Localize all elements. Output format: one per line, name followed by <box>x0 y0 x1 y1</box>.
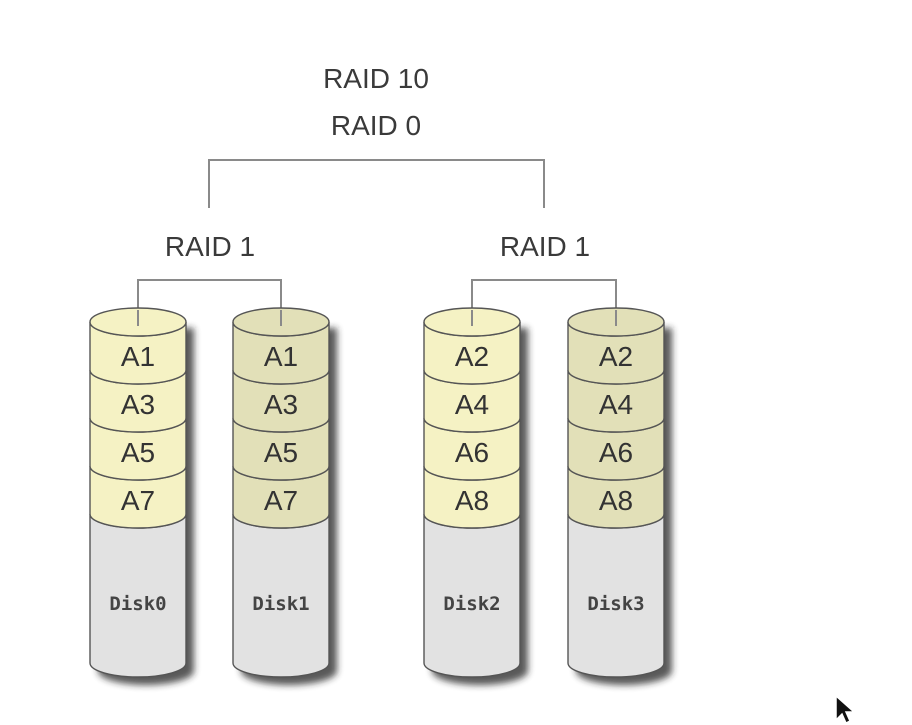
block-label: A5 <box>121 437 155 468</box>
block-label: A7 <box>121 485 155 516</box>
raid1-connector <box>137 279 282 322</box>
disk-label: Disk2 <box>443 593 500 615</box>
block-label: A1 <box>121 341 155 372</box>
block-label: A2 <box>599 341 633 372</box>
disk-label: Disk1 <box>252 593 309 615</box>
raid10-label: RAID 10 <box>323 63 429 94</box>
block-label: A4 <box>599 389 633 420</box>
block-label: A8 <box>599 485 633 516</box>
block-label: A1 <box>264 341 298 372</box>
mouse-pointer-icon <box>835 695 856 725</box>
block-label: A8 <box>455 485 489 516</box>
block-label: A4 <box>455 389 489 420</box>
disk-label: Disk3 <box>587 593 644 615</box>
raid1-connector <box>471 279 617 322</box>
block-label: A2 <box>455 341 489 372</box>
raid0-connector <box>208 159 545 208</box>
block-label: A6 <box>455 437 489 468</box>
disk-label: Disk0 <box>109 593 166 615</box>
raid1-label: RAID 1 <box>165 231 255 262</box>
raid0-label: RAID 0 <box>331 110 421 141</box>
block-label: A3 <box>121 389 155 420</box>
block-label: A7 <box>264 485 298 516</box>
raid1-label: RAID 1 <box>500 231 590 262</box>
block-label: A6 <box>599 437 633 468</box>
block-label: A5 <box>264 437 298 468</box>
block-label: A3 <box>264 389 298 420</box>
